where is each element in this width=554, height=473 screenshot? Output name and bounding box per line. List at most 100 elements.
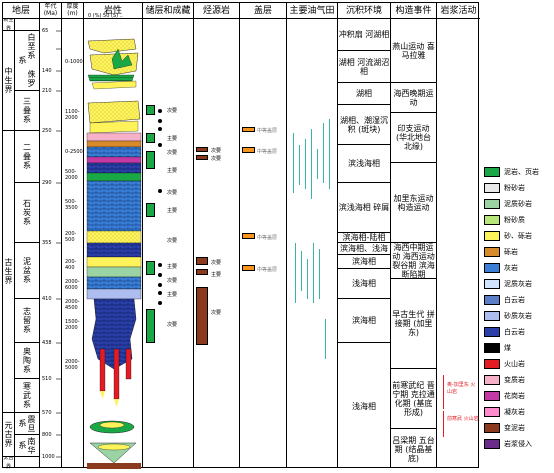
- header-age: 年代 (Ma): [40, 3, 62, 19]
- system-cell: 新生界: [3, 19, 14, 31]
- thickness-label: 0-1000: [65, 59, 83, 65]
- tectonic-cell: 吕梁期 五台期 (结晶基底): [392, 435, 435, 463]
- legend-item: 凝灰岩: [484, 407, 554, 419]
- column-environment: 冲积扇 河湖相 湖相 河流湖沼相 湖相 湖相、潮湿沉积 (斑块) 滨浅海相 滨浅…: [338, 19, 391, 467]
- orogeny-label: 前寒武 火山岩: [447, 416, 479, 422]
- env-cell: 浅海相: [352, 401, 376, 411]
- column-period: 白垩系 侏罗系 三叠系 二叠系 石炭系 泥盆系 志留系 奥陶系 寒武系 震旦系 …: [15, 19, 40, 467]
- period-cell: 三叠系: [15, 91, 39, 131]
- header-gas: 主要油气田: [287, 3, 338, 19]
- header-tectonic: 构造事件: [391, 3, 437, 19]
- orogeny-label: 奥-加里东 火山岩: [447, 382, 476, 395]
- legend-item: 白云岩: [484, 327, 554, 339]
- period-cell: 石炭系: [15, 183, 39, 243]
- legend-item: 砾岩: [484, 247, 554, 259]
- legend-item: 火山岩: [484, 359, 554, 371]
- age-label: 250: [42, 128, 52, 134]
- column-tectonic: 燕山运动 喜马拉雅 海西晚期运动 印支运动 (华北地台 北缘) 加里东运动 构造…: [391, 19, 437, 467]
- period-cell: 南华系: [15, 435, 39, 457]
- system-cell: 元古界: [3, 413, 14, 457]
- age-label: 290: [42, 180, 52, 186]
- thickness-label: 0-2500: [65, 149, 83, 155]
- period-cell: 震旦系: [15, 413, 39, 435]
- cap-label: 中等盖层: [257, 128, 278, 134]
- source-label: 次要: [211, 156, 222, 162]
- reservoir-bar: [146, 105, 155, 115]
- thickness-label: 2000-4500: [65, 299, 80, 311]
- reservoir-bar: [146, 203, 155, 217]
- reservoir-bar: [146, 133, 155, 143]
- period-cell: 白垩系 侏罗系: [15, 31, 39, 91]
- source-label: 次要: [211, 310, 222, 316]
- header-source: 烃源岩: [194, 3, 240, 19]
- tectonic-cell: 燕山运动 喜马拉雅: [391, 19, 436, 83]
- source-label: 主要: [211, 272, 222, 278]
- legend-item: 泥质灰岩: [484, 279, 554, 291]
- legend-item: 粉砂质: [484, 215, 554, 227]
- thickness-label: 1100-2000: [65, 109, 80, 121]
- reservoir-label: 次要: [167, 108, 178, 114]
- header-reservoir: 储层和成藏: [143, 3, 194, 19]
- legend-item: 砂、砾岩: [484, 231, 554, 243]
- tectonic-cell: 印支运动 (华北地台 北缘): [391, 113, 436, 163]
- tectonic-cell: 前寒武纪 晋宁期 克拉通化期 (基底形成): [391, 369, 436, 429]
- legend-item: 变泥岩: [484, 423, 554, 435]
- legend-item: 粉砂岩: [484, 183, 554, 195]
- header-lithology: 岩性: [84, 3, 143, 19]
- period-cell: 泥盆系: [15, 243, 39, 299]
- legend-item: 煤: [484, 343, 554, 355]
- reservoir-label: 次要: [167, 150, 178, 156]
- reservoir-label: 次要: [167, 190, 178, 196]
- legend-item: 灰岩: [484, 263, 554, 275]
- thickness-label: 500-3500: [65, 199, 78, 211]
- reservoir-label: 主要: [167, 208, 178, 214]
- age-label: 570: [42, 410, 52, 416]
- column-cap: 中等盖层 中等盖层 中等盖层 中等盖层: [240, 19, 287, 467]
- source-bar: [196, 257, 208, 265]
- env-cell: 湖相: [338, 83, 390, 105]
- reservoir-label: 次要: [167, 278, 178, 284]
- env-cell: 滨海相、浅海: [338, 244, 390, 255]
- legend-item: 花岗岩: [484, 391, 554, 403]
- reservoir-label: 主要: [167, 292, 178, 298]
- period-cell: 寒武系: [15, 379, 39, 413]
- env-cell: 冲积扇 河湖相: [338, 19, 390, 51]
- age-label: 438: [42, 340, 52, 346]
- column-system: 新生界 中生界 古生界 元古界 太古界: [3, 19, 15, 469]
- tectonic-cell: 海西晚期运动: [391, 83, 436, 113]
- legend-item: 变质岩: [484, 375, 554, 387]
- column-lithology: 0 (%) 50 (S) ..: [84, 13, 143, 469]
- column-orogeny: 奥-加里东 火山岩 前寒武 火山岩: [437, 19, 480, 467]
- system-cell: 中生界: [3, 31, 14, 131]
- cap-bar: [242, 233, 255, 239]
- age-label: 140: [42, 68, 52, 74]
- cap-bar: [242, 147, 255, 153]
- thickness-label: 500-2000: [65, 169, 78, 181]
- source-bar: [196, 287, 208, 345]
- header-strata: 地层: [3, 3, 40, 19]
- reservoir-label: 主要: [167, 264, 178, 270]
- tectonic-cell: 海西中期运动 海西运动裂谷期 滨海断陷期: [391, 243, 436, 279]
- legend-item: 泥质砂岩: [484, 199, 554, 211]
- thickness-label: 2000-6000: [65, 279, 80, 291]
- legend-item: 白云岩: [484, 295, 554, 307]
- header-orogeny: 岩浆活动: [437, 3, 480, 19]
- cap-label: 中等盖层: [257, 149, 278, 155]
- env-cell: 滨海相: [338, 299, 390, 343]
- age-label: 510: [42, 376, 52, 382]
- reservoir-bar: [146, 151, 155, 169]
- cap-bar: [242, 265, 255, 271]
- column-gas: [287, 19, 338, 467]
- reservoir-label: 次要: [167, 238, 178, 244]
- header-thickness: 厚度 (m): [62, 3, 84, 19]
- reservoir-bar: [146, 309, 155, 343]
- env-cell: 滨浅海相: [338, 145, 390, 183]
- system-cell: 古生界: [3, 131, 14, 413]
- period-cell: 志留系: [15, 299, 39, 343]
- thickness-label: 200-500: [65, 231, 77, 243]
- reservoir-label: 次要: [167, 322, 178, 328]
- cap-label: 中等盖层: [257, 267, 278, 273]
- age-label: 800: [42, 432, 52, 438]
- cap-bar: [242, 127, 255, 132]
- legend-item: 岩浆侵入: [484, 439, 554, 451]
